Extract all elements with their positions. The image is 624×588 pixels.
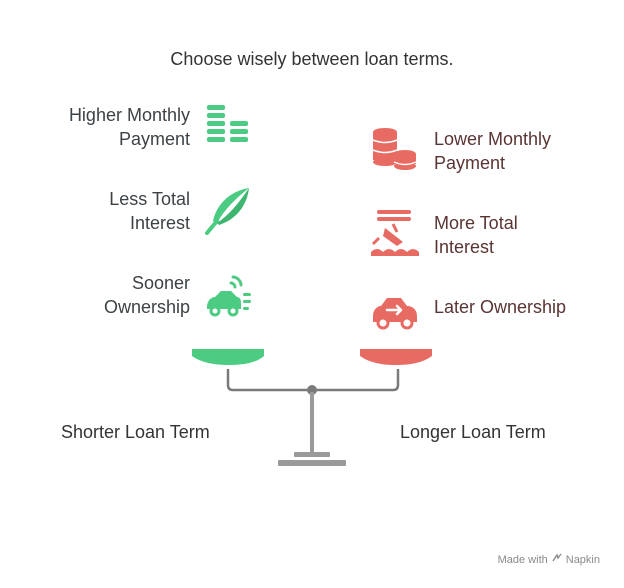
napkin-logo-icon xyxy=(552,553,562,566)
car-arrow-icon xyxy=(369,286,419,336)
scale-base xyxy=(278,460,346,466)
right-item-label-ownership: Later Ownership xyxy=(434,297,567,317)
diagram-title: Choose wisely between loan terms. xyxy=(170,49,454,69)
right-term-label: Longer Loan Term xyxy=(400,422,546,442)
stacked-bars-icon xyxy=(203,103,253,153)
right-item-label-interest: More Total Interest xyxy=(434,213,518,257)
fast-car-icon xyxy=(203,273,253,323)
scale-pivot xyxy=(307,385,317,395)
sinking-boat-icon xyxy=(369,208,419,258)
left-pan xyxy=(192,349,264,365)
right-item-label-payment: Lower Monthly Payment xyxy=(434,129,552,173)
feather-icon xyxy=(203,185,253,235)
scale-base-top xyxy=(294,452,330,457)
left-item-label-interest: Less Total Interest xyxy=(109,189,190,233)
right-pan xyxy=(360,349,432,365)
scale-pillar xyxy=(310,392,314,452)
left-item-label-ownership: Sooner Ownership xyxy=(103,273,190,317)
left-term-label: Shorter Loan Term xyxy=(61,422,210,442)
coin-stack-icon xyxy=(369,126,419,176)
footer-brand: Napkin xyxy=(565,553,600,566)
left-item-label-payment: Higher Monthly Payment xyxy=(68,105,190,149)
footer-attribution: Made with Napkin xyxy=(498,553,600,566)
footer-made-with: Made with xyxy=(497,553,548,566)
